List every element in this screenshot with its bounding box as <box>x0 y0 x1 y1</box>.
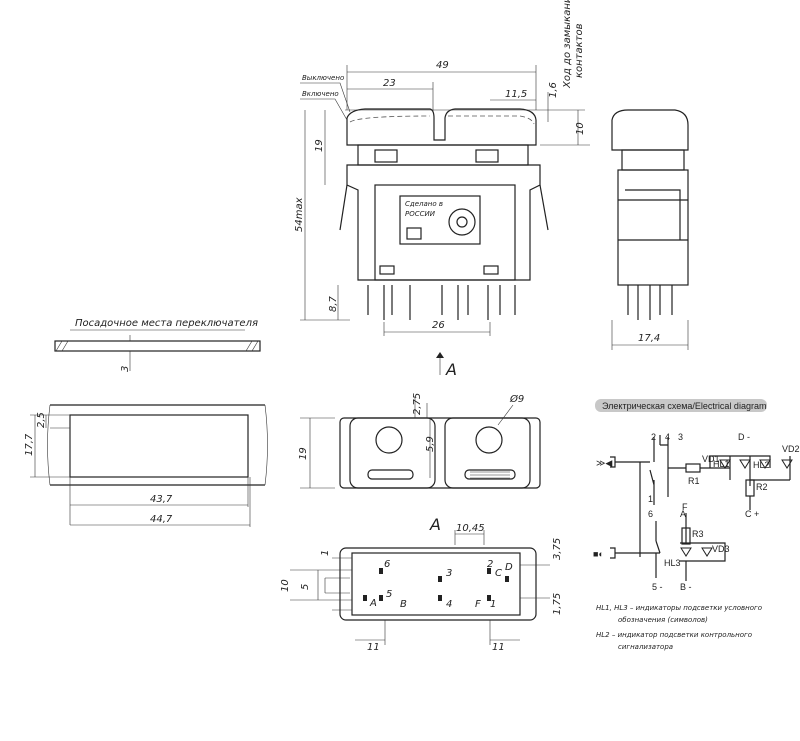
mounting-section: Посадочное места переключателя 3 2,5 17,… <box>24 318 268 527</box>
pin-3: 3 <box>446 568 452 579</box>
node-5: 5 - <box>652 582 663 592</box>
pin-F: F <box>475 599 481 610</box>
pin-5: 5 <box>386 589 392 600</box>
vd3: VD3 <box>712 544 730 554</box>
r2: R2 <box>756 482 768 492</box>
node-3: 3 <box>678 432 683 442</box>
pins <box>367 285 516 320</box>
label-off: Выключено <box>302 74 344 82</box>
side-view: 17,4 <box>611 109 689 350</box>
dim-2-75: 2,75 <box>412 393 423 415</box>
electrical-diagram: Электрическая схема/Electrical diagram ≫… <box>593 399 800 651</box>
top-view: A 19 2,75 5,9 Ø9 <box>298 352 541 489</box>
pin-C: C <box>495 568 502 579</box>
legend-line-2: обозначения (символов) <box>618 616 708 624</box>
dim-43-7: 43,7 <box>150 494 173 505</box>
stamp-line1: Сделано в <box>405 200 443 208</box>
lamp-symbol-icon: ■◐ <box>593 549 604 559</box>
dim-19-top: 19 <box>298 447 309 460</box>
legend-line-3: HL2 – индикатор подсветки контрольного <box>596 631 752 639</box>
node-B: B - <box>680 582 692 592</box>
diagram-header-pill <box>595 399 767 412</box>
travel-note-2: контактов <box>574 23 585 78</box>
legend-line-1: HL1, HL3 – индикаторы подсветки условног… <box>596 604 762 612</box>
dim-3-75: 3,75 <box>552 538 563 560</box>
pin-slots <box>363 568 509 601</box>
dim-17-4: 17,4 <box>638 333 660 344</box>
label-on: Включено <box>302 90 339 98</box>
dim-1: 1 <box>320 550 331 556</box>
dim-17-7: 17,7 <box>24 433 35 456</box>
front-view: Выключено Включено Сделано в РОССИИ 49 2… <box>294 0 590 336</box>
dim-5: 5 <box>300 584 311 590</box>
diagram-header: Электрическая схема/Electrical diagram <box>602 401 766 411</box>
dim-19: 19 <box>314 139 325 152</box>
pin-A: A <box>369 598 377 609</box>
dim-8-7: 8,7 <box>328 295 339 312</box>
vd2: VD2 <box>782 444 800 454</box>
hl1: HL1 <box>713 459 730 469</box>
node-6: 6 <box>648 509 653 519</box>
hl2: HL2 <box>753 460 770 470</box>
dim-2-5: 2,5 <box>36 412 47 428</box>
r1: R1 <box>688 476 700 486</box>
node-1: 1 <box>648 494 653 504</box>
pin-B: B <box>400 599 407 610</box>
node-C: C + <box>745 509 759 519</box>
mounting-title: Посадочное места переключателя <box>75 318 258 329</box>
dim-44-7: 44,7 <box>150 514 173 525</box>
dim-diameter-9: Ø9 <box>509 393 524 405</box>
legend-line-4: сигнализатора <box>618 643 673 651</box>
node-2: 2 <box>651 432 656 442</box>
node-A: A <box>680 509 686 519</box>
pin-4: 4 <box>446 599 452 610</box>
r3: R3 <box>692 529 704 539</box>
dim-3: 3 <box>120 366 131 372</box>
dim-10-45: 10,45 <box>456 523 485 534</box>
view-a-label: A <box>429 515 441 534</box>
dim-54max: 54max <box>294 197 305 232</box>
node-4: 4 <box>665 432 670 442</box>
dim-23: 23 <box>383 78 396 89</box>
dim-5-9: 5,9 <box>425 436 436 452</box>
dim-11-5: 11,5 <box>505 89 527 100</box>
dim-1-75: 1,75 <box>552 593 563 615</box>
node-D: D - <box>738 432 750 442</box>
dim-11-left: 11 <box>367 642 380 653</box>
travel-note-1: Ход до замыкания <box>562 0 573 89</box>
pin-D: D <box>505 562 513 573</box>
cutout <box>69 414 249 478</box>
pin-6: 6 <box>384 559 390 570</box>
bottom-view: A 6 2 3 C D A 5 B 4 F 1 10,45 3,75 1 10 … <box>280 515 563 653</box>
headlight-symbol-icon: ≫◀ <box>596 458 612 468</box>
dim-10-bottom: 10 <box>280 579 291 592</box>
node-F: F <box>682 502 688 512</box>
dim-11-right: 11 <box>492 642 505 653</box>
pin-1: 1 <box>490 599 496 610</box>
dim-49: 49 <box>436 60 449 71</box>
view-arrow-label: A <box>445 360 457 379</box>
pin-2: 2 <box>487 559 493 570</box>
dim-1-6: 1,6 <box>548 82 559 98</box>
dim-26: 26 <box>432 320 445 331</box>
stamp-line2: РОССИИ <box>405 210 436 218</box>
hl3: HL3 <box>664 558 681 568</box>
dim-10: 10 <box>575 122 586 135</box>
vd1: VD1 <box>702 454 720 464</box>
